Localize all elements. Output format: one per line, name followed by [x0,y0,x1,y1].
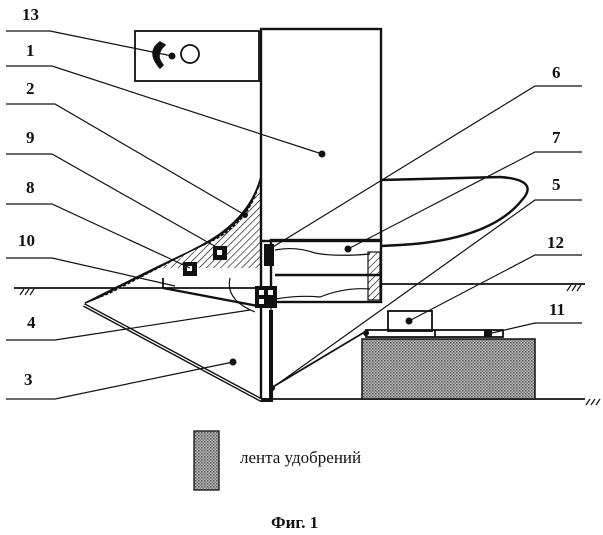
callout-6: 6 [552,63,561,82]
sensor-box-13 [135,31,259,81]
callout-4: 4 [27,313,36,332]
legend-label: лента удобрений [240,448,361,467]
callout-5: 5 [552,175,561,194]
triangular-frame-3 [84,305,271,400]
callout-3: 3 [24,370,33,389]
fertilizer-band [362,339,535,399]
rod-5 [271,330,368,388]
lower-bar-10 [163,288,258,306]
callout-13: 13 [22,5,39,24]
callout-8: 8 [26,178,35,197]
curved-shield-2 [85,176,261,303]
legend: лента удобрений [194,431,361,490]
callout-11: 11 [549,300,565,319]
callout-10: 10 [18,231,35,250]
callout-1: 1 [26,41,35,60]
plate-11 [363,330,503,337]
callout-12: 12 [547,233,564,252]
body-1 [261,29,381,241]
flow-contour [381,177,528,246]
callout-9: 9 [26,128,35,147]
callout-7: 7 [552,128,561,147]
legend-swatch [194,431,219,490]
figure-caption: Фиг. 1 [271,513,318,532]
callout-2: 2 [26,79,35,98]
feed-tube-7 [271,240,381,302]
